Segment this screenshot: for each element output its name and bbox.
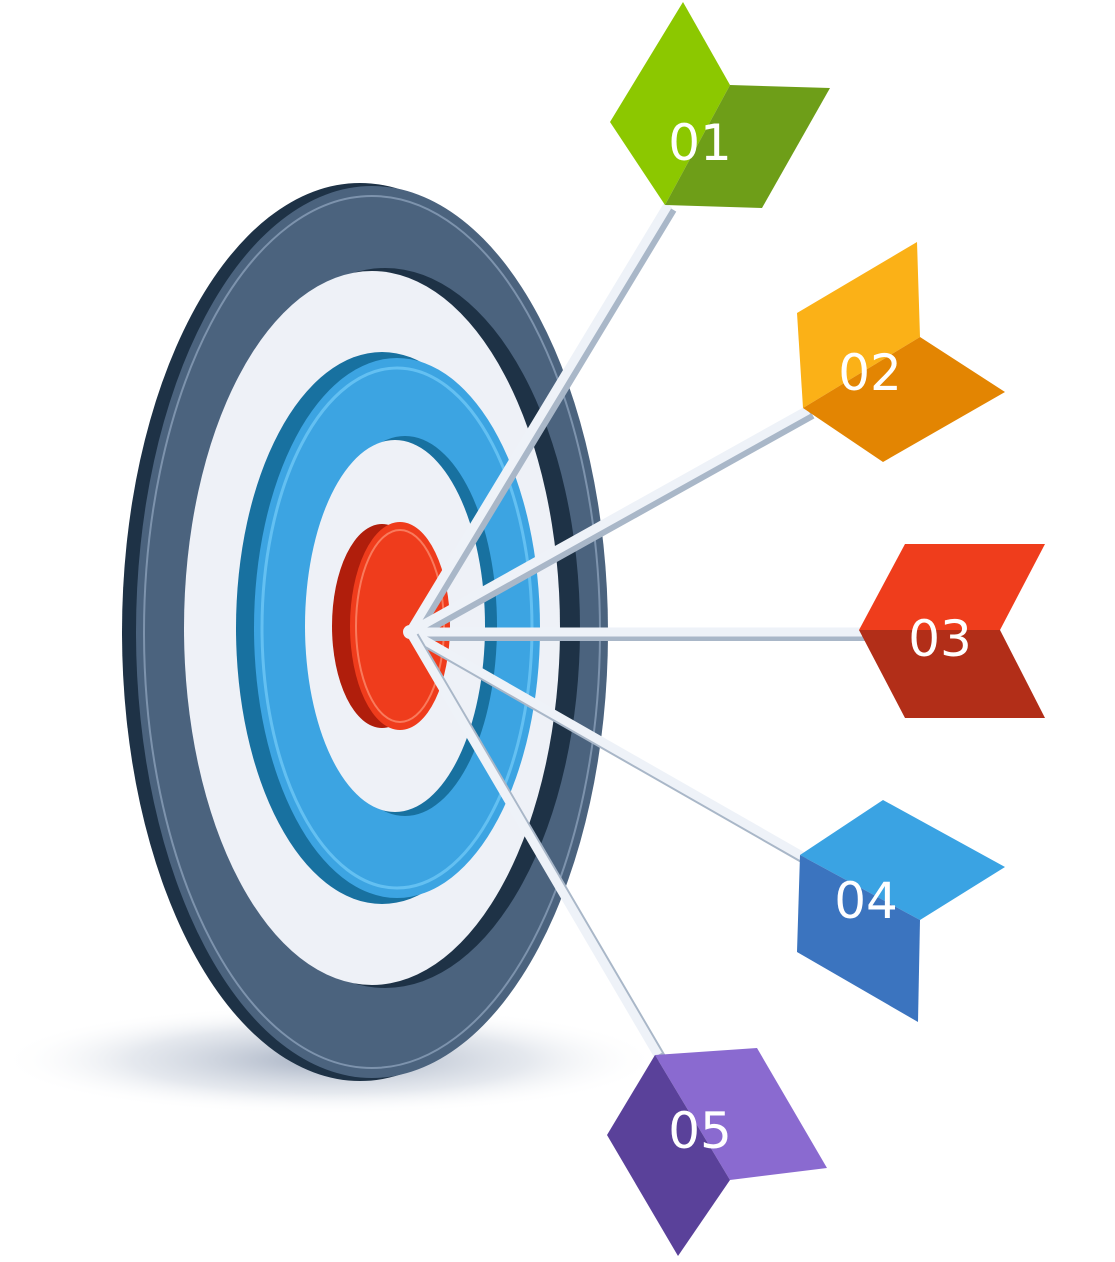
flag-04: 04 xyxy=(797,800,1005,1022)
arrow-tips xyxy=(403,625,417,639)
flag-04-dark xyxy=(797,855,920,1022)
flag-02-label: 02 xyxy=(838,344,902,402)
arrow-shaft-05 xyxy=(406,629,662,1058)
arrow-shaft-01-shadow xyxy=(409,206,677,639)
flag-05-light xyxy=(655,1048,827,1180)
arrow-shaft-02 xyxy=(407,406,811,636)
arrow-shaft-04 xyxy=(407,628,805,860)
flag-01-light xyxy=(610,2,730,205)
flag-03-label: 03 xyxy=(908,610,972,668)
flag-05-label: 05 xyxy=(668,1102,732,1160)
bullseye-highlight xyxy=(355,529,445,723)
flag-04-label: 04 xyxy=(834,872,898,930)
flag-01: 01 xyxy=(610,2,830,208)
flag-03-light xyxy=(859,544,1045,630)
bullseye xyxy=(350,522,450,730)
dartboard xyxy=(122,183,608,1081)
flag-05: 05 xyxy=(607,1048,827,1256)
arrow-shaft-01 xyxy=(406,202,672,635)
flag-02-light xyxy=(797,242,920,408)
flag-01-dark xyxy=(665,85,830,208)
flag-01-label: 01 xyxy=(668,114,732,172)
arrow-shafts xyxy=(403,202,866,1062)
flag-02: 02 xyxy=(797,242,1005,462)
flag-03: 03 xyxy=(859,544,1045,718)
flag-03-dark xyxy=(859,630,1045,718)
flag-05-dark xyxy=(607,1055,730,1256)
flag-04-light xyxy=(800,800,1005,920)
arrow-flags: 01 02 03 04 05 xyxy=(607,2,1045,1256)
flag-02-dark xyxy=(803,337,1005,462)
arrow-shaft-02-shadow xyxy=(411,409,815,641)
